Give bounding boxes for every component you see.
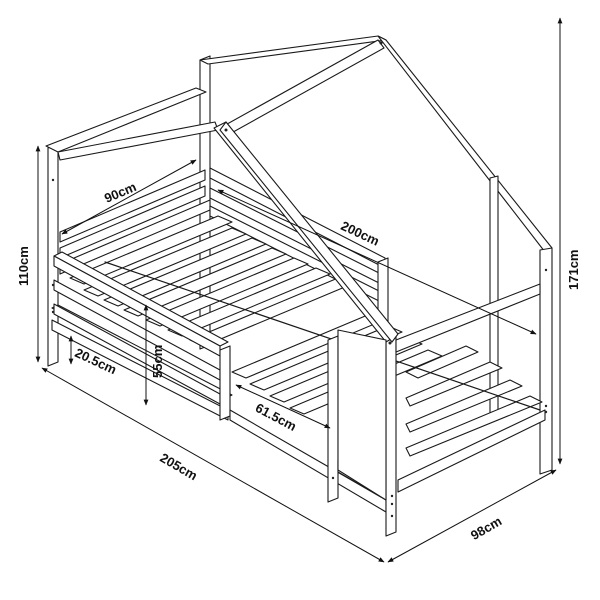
dimension-label-171cm: 171cm (566, 249, 581, 290)
dimension-lines (35, 17, 563, 563)
dimension-label-110cm: 110cm (16, 246, 31, 286)
dimension-label-55cm: 55cm (150, 344, 165, 378)
